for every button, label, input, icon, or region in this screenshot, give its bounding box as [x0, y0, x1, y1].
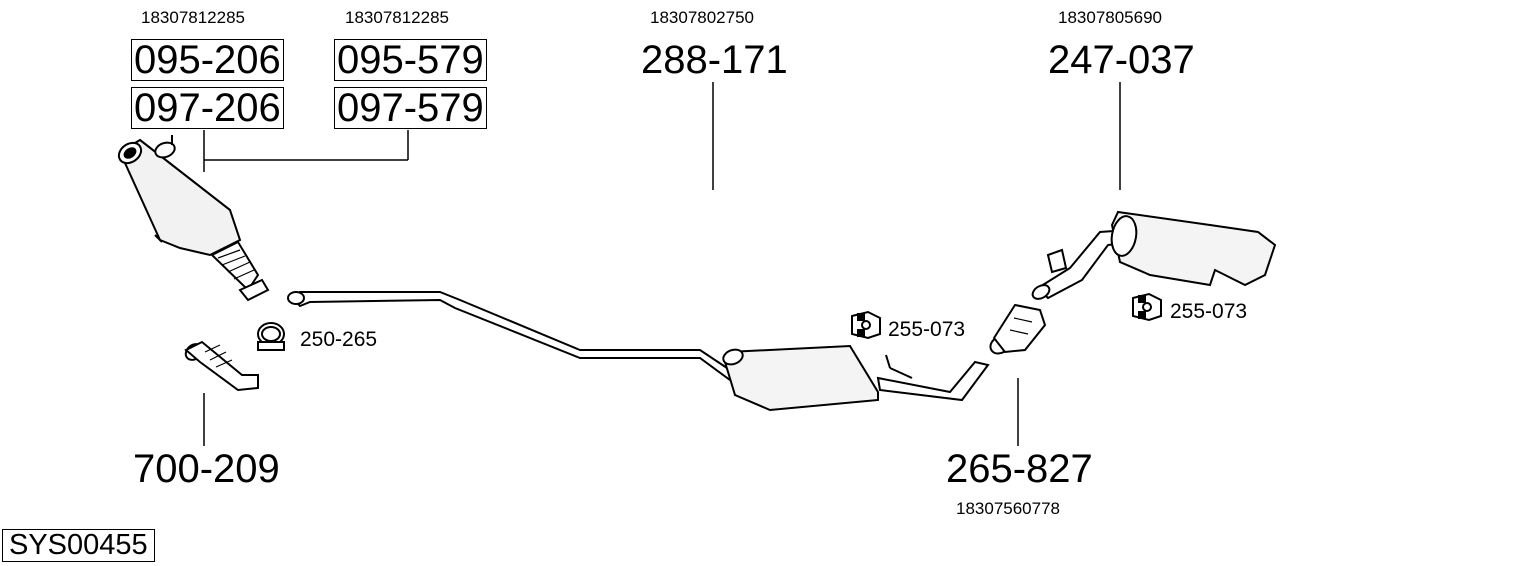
part-clamp[interactable]: 250-265 — [300, 328, 378, 351]
middle-muffler — [287, 291, 990, 412]
part-box-097-579[interactable]: 097-579 — [334, 87, 487, 129]
oem-connector-pipe: 18307560778 — [956, 499, 1061, 518]
system-code: SYS00455 — [2, 529, 155, 562]
part-mount-2[interactable]: 255-073 — [1170, 300, 1248, 323]
front-pipe — [184, 340, 259, 392]
rear-muffler — [1031, 210, 1277, 300]
mount-icon-2 — [1132, 292, 1162, 322]
mount-icon-1 — [851, 310, 881, 340]
part-box-097-206[interactable]: 097-206 — [131, 87, 284, 129]
oem-middle-muffler: 18307802750 — [650, 8, 755, 27]
oem-rear-muffler: 18307805690 — [1058, 8, 1163, 27]
catalyst — [117, 135, 270, 302]
part-rear-muffler[interactable]: 247-037 — [1048, 38, 1195, 82]
part-mount-1[interactable]: 255-073 — [888, 318, 966, 341]
clamp-icon — [257, 322, 285, 351]
part-box-095-579[interactable]: 095-579 — [334, 39, 487, 81]
part-connector-pipe[interactable]: 265-827 — [946, 447, 1093, 491]
oem-catalyst-right: 18307812285 — [345, 8, 450, 27]
part-box-095-206[interactable]: 095-206 — [131, 39, 284, 81]
part-front-pipe[interactable]: 700-209 — [133, 447, 280, 491]
oem-catalyst-left: 18307812285 — [141, 8, 246, 27]
connector-pipe — [989, 303, 1047, 355]
part-middle-muffler[interactable]: 288-171 — [641, 38, 788, 82]
